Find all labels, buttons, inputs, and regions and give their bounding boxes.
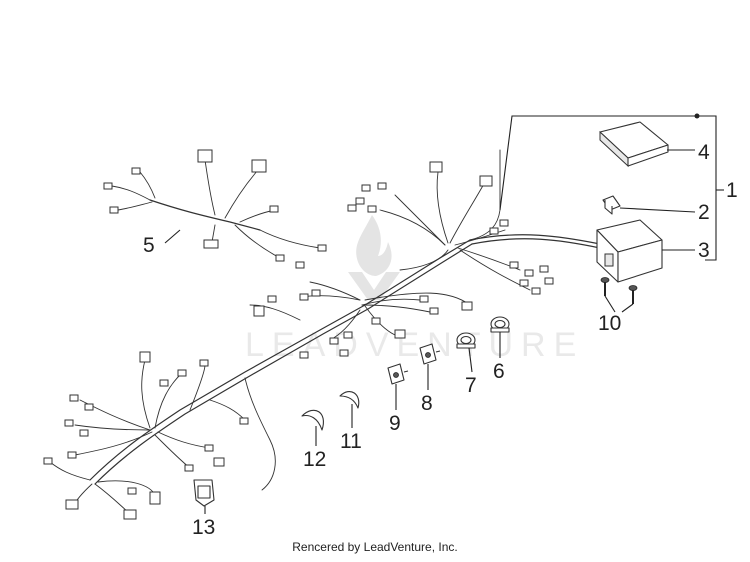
callout-labels: 1 2 3 4 5 6 7 8 9 10 11 12 13: [143, 141, 738, 539]
part-13-bracket: [193, 479, 215, 507]
part-2-fuse-clip: [602, 195, 621, 215]
connector-group-lower-left: [43, 351, 249, 520]
callout-6: 6: [493, 360, 505, 383]
footer-credit: Rencered by LeadVenture, Inc.: [292, 540, 458, 554]
part-11-clip: [339, 391, 360, 409]
main-wiring-harness: [43, 149, 601, 520]
part-12-clip: [301, 409, 324, 431]
callout-10: 10: [598, 312, 621, 335]
callout-5: 5: [143, 234, 155, 257]
connector-5b: [251, 159, 267, 173]
part-4-cover-block: [599, 121, 669, 168]
callout-12: 12: [303, 448, 326, 471]
part-5-sub-harness: [103, 149, 327, 269]
leader-lines: [164, 113, 724, 514]
leadventure-watermark: LEADVENTURE: [245, 215, 584, 364]
watermark-chevron-icon: [348, 272, 400, 300]
connector-group-middle: [253, 289, 473, 359]
part-7-clamp: [456, 332, 476, 349]
callout-4: 4: [698, 141, 710, 164]
watermark-flame-icon: [356, 215, 392, 276]
part-6-clamp: [490, 316, 510, 333]
watermark-text: LEADVENTURE: [245, 326, 584, 364]
callout-1: 1: [726, 179, 738, 202]
callout-2: 2: [698, 201, 710, 224]
callout-13: 13: [192, 516, 215, 539]
part-9-relay: [387, 363, 409, 385]
callout-7: 7: [465, 374, 477, 397]
connector-5a: [197, 149, 213, 163]
part-8-relay: [419, 343, 441, 365]
part-3-fuse-box: [596, 219, 663, 283]
part-10-screws: [600, 277, 638, 304]
callout-9: 9: [389, 412, 401, 435]
callout-11: 11: [340, 430, 362, 453]
callout-3: 3: [698, 239, 710, 262]
callout-8: 8: [421, 392, 433, 415]
connector-group-right: [347, 161, 554, 295]
